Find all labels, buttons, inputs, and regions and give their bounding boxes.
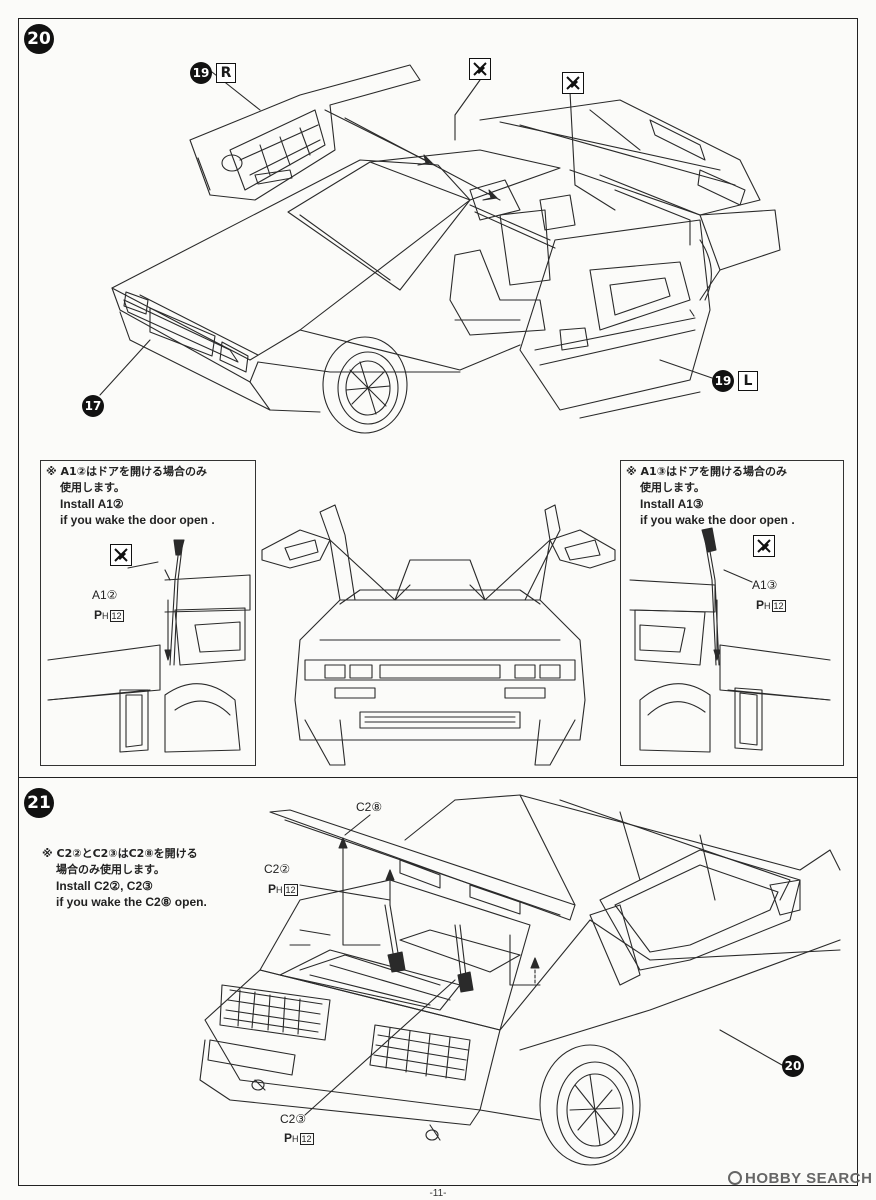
note-en-line: Install C2②, C2③: [56, 879, 153, 893]
paint-code: 12: [299, 1133, 314, 1145]
part-ref-20-badge: 20: [782, 1055, 804, 1077]
left-side-marker: L: [738, 371, 758, 391]
watermark-text: HOBBY SEARCH: [745, 1170, 873, 1187]
watermark: HOBBY SEARCH: [728, 1170, 872, 1187]
part-label-c2-2: C2②: [264, 862, 291, 876]
right-inset-note: ※ A1③はドアを開ける場合のみ 使用します。 Install A1③ if y…: [626, 464, 795, 528]
part-label-a1-3: A1③: [752, 578, 778, 592]
paint-code: 12: [109, 610, 124, 622]
note-ja-line: 使用します。: [60, 481, 125, 494]
note-ja-line: ※ C2②とC2③はC2⑧を開ける: [42, 847, 198, 860]
part-label-a1-2: A1②: [92, 588, 118, 602]
left-inset-note: ※ A1②はドアを開ける場合のみ 使用します。 Install A1② if y…: [46, 464, 215, 528]
step20-right-inset-drawing: [629, 527, 831, 753]
note-ja-line: ※ A1②はドアを開ける場合のみ: [46, 465, 208, 478]
part-ref-19-left-badge: 19: [712, 370, 734, 392]
note-ja-line: ※ A1③はドアを開ける場合のみ: [626, 465, 788, 478]
no-glue-icon: [110, 544, 132, 566]
step-21-badge: 21: [24, 788, 54, 818]
right-side-marker: R: [216, 63, 236, 83]
no-glue-icon: [753, 535, 775, 557]
note-en-line: Install A1③: [640, 497, 704, 511]
no-glue-icon: [562, 72, 584, 94]
step-20-badge: 20: [24, 24, 54, 54]
part-ref-19-right-badge: 19: [190, 62, 212, 84]
step-divider: [18, 777, 858, 778]
step20-front-view-drawing: [261, 504, 616, 766]
note-ja-line: 使用します。: [640, 481, 705, 494]
step20-left-inset-drawing: [47, 539, 251, 753]
left-detail-inset: [40, 460, 256, 766]
part-label-c2-3: C2③: [280, 1112, 307, 1126]
no-glue-icon: [469, 58, 491, 80]
part-label-c2-8: C2⑧: [356, 800, 383, 814]
paint-code: 12: [283, 884, 298, 896]
paint-code: 12: [771, 600, 786, 612]
step21-car-drawing: [199, 794, 841, 1166]
page-number: -11-: [429, 1188, 447, 1199]
note-en-line: if you wake the door open .: [640, 513, 795, 527]
note-en-line: Install A1②: [60, 497, 124, 511]
instruction-page-frame: [18, 18, 858, 1186]
watermark-logo-icon: [728, 1171, 742, 1185]
part-ref-17-badge: 17: [82, 395, 104, 417]
step20-car-drawing: [99, 64, 781, 434]
note-en-line: if you wake the door open .: [60, 513, 215, 527]
note-ja-line: 場合のみ使用します。: [56, 863, 165, 876]
step21-note: ※ C2②とC2③はC2⑧を開ける 場合のみ使用します。 Install C2②…: [42, 846, 207, 910]
right-detail-inset: [620, 460, 844, 766]
note-en-line: if you wake the C2⑧ open.: [56, 895, 207, 909]
